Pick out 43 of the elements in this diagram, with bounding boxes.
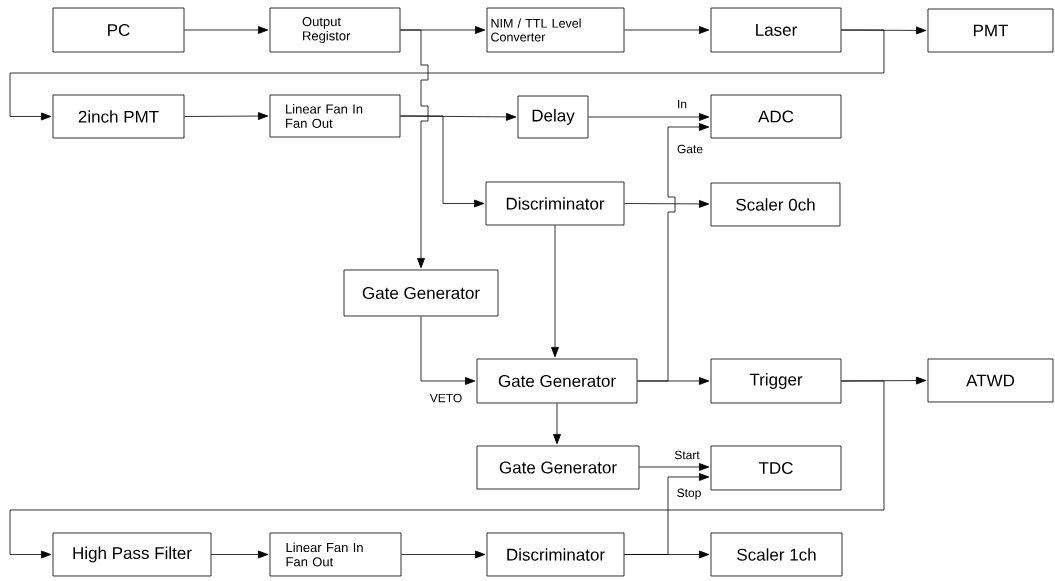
arrow xyxy=(184,26,269,34)
block-box: Linear Fan In Fan Out xyxy=(269,532,402,577)
arrow xyxy=(401,550,486,559)
block-box: Discriminator xyxy=(485,181,625,226)
arrow xyxy=(400,29,429,269)
arrow xyxy=(551,225,559,358)
block-box: TDC xyxy=(710,445,842,491)
arrow xyxy=(9,29,885,121)
block-box: Scaler 1ch xyxy=(710,532,843,577)
edge-label: Start xyxy=(673,449,701,461)
arrow xyxy=(624,26,710,34)
block-box: PMT xyxy=(927,8,1054,53)
edge-label: Gate xyxy=(676,143,704,155)
edge-label: VETO xyxy=(428,392,464,404)
block-box: Gate Generator xyxy=(343,269,499,317)
block-box: Linear Fan In Fan Out xyxy=(269,94,401,138)
block-box: Laser xyxy=(710,7,842,53)
arrow xyxy=(553,403,561,445)
block-box: Scaler 0ch xyxy=(710,182,841,227)
block-box: Gate Generator xyxy=(476,445,640,490)
block-box: ADC xyxy=(710,94,842,139)
block-box: Delay xyxy=(517,95,589,139)
arrow xyxy=(588,113,710,121)
arrow xyxy=(184,112,269,120)
block-box: Trigger xyxy=(710,358,842,404)
arrow xyxy=(637,123,710,382)
block-box: Discriminator xyxy=(486,532,625,577)
arrow xyxy=(624,200,710,208)
arrow xyxy=(624,473,710,555)
block-box: 2inch PMT xyxy=(52,94,185,139)
block-box: NIM / TTL Level Converter xyxy=(486,7,625,53)
arrow xyxy=(639,463,710,471)
block-box: PC xyxy=(52,7,185,53)
block-box: Gate Generator xyxy=(476,358,638,404)
block-box: Output Registor xyxy=(269,7,401,53)
arrow xyxy=(9,380,885,559)
edge-label: Stop xyxy=(675,487,703,501)
arrow xyxy=(420,316,476,385)
block-box: ATWD xyxy=(927,358,1054,403)
arrow xyxy=(211,550,269,559)
edge-label: In xyxy=(676,98,688,110)
arrow xyxy=(400,115,485,208)
block-box: High Pass Filter xyxy=(52,532,212,577)
